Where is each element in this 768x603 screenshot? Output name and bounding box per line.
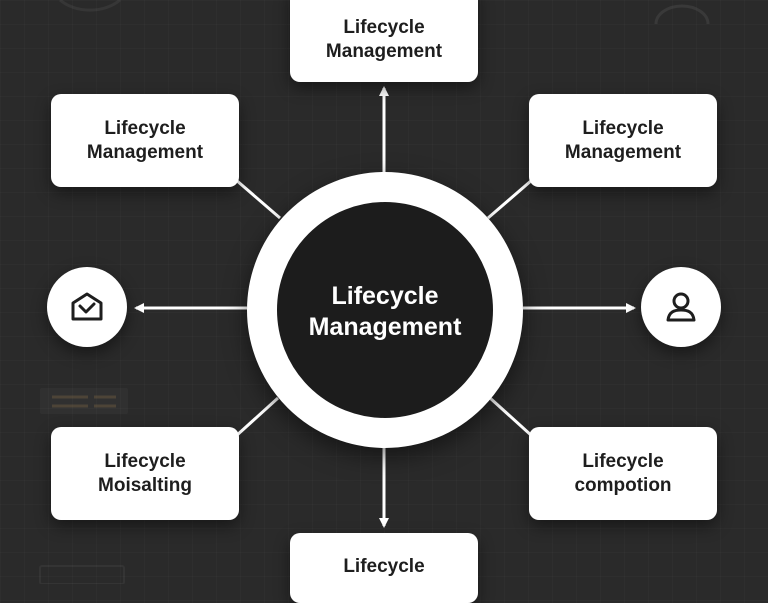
- inbox-icon: [71, 292, 103, 321]
- connector-upper-right: [487, 178, 533, 220]
- connector-upper-left: [235, 178, 281, 220]
- connector-lower-right: [488, 396, 534, 438]
- connector-layer: [134, 86, 636, 528]
- node-upper-left: Lifecycle Management: [51, 94, 239, 187]
- node-lower-right: Lifecycle compotion: [529, 427, 717, 520]
- hub-label: Lifecycle Management: [308, 282, 462, 341]
- faint-arc-top-right: [654, 4, 710, 25]
- user-icon: [666, 292, 696, 322]
- background-decor: [39, 0, 710, 584]
- node-upper-right: Lifecycle Management: [529, 94, 717, 187]
- faint-arc-top-left: [59, 0, 121, 12]
- connector-lower-left: [234, 396, 280, 438]
- inbox-node: [47, 267, 127, 347]
- user-node: [641, 267, 721, 347]
- node-top: Lifecycle Management: [290, 0, 478, 82]
- node-bottom: Lifecycle: [290, 533, 478, 603]
- faint-panel-bottom-left: [39, 565, 125, 584]
- central-hub: Lifecycle Management: [247, 172, 523, 448]
- node-lower-left: Lifecycle Moisalting: [51, 427, 239, 520]
